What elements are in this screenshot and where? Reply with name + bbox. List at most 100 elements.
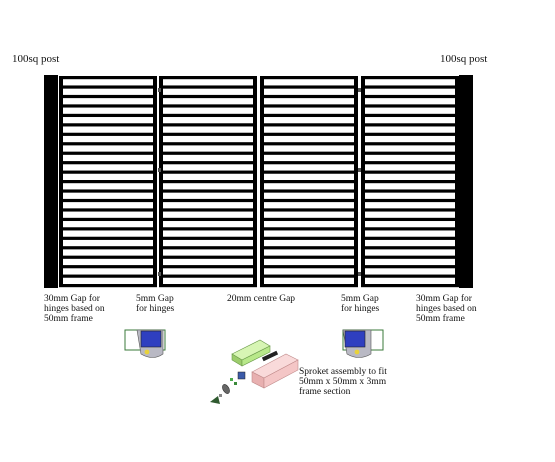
gap-label-left-outer: 30mm Gap for hinges based on 50mm frame [44,294,105,324]
panel-1-slat [59,113,157,118]
panel-1-slat [59,170,157,174]
panel-1-slat [59,142,157,146]
panel-3-slat [260,255,358,259]
panel-1-slat [59,180,157,184]
panel-4-slat [361,236,459,240]
panel-3-slat [260,94,358,99]
panel-4-slat [361,170,459,174]
panel-4-slat [361,113,459,118]
gap-label-right-hinge: 5mm Gap for hinges [341,294,380,314]
panel-2-slat [159,198,257,203]
panel-1-slat [59,94,157,99]
panel-3-slat [260,151,358,155]
sprocket-assembly-note: Sproket assembly to fit 50mm x 50mm x 3m… [299,367,387,397]
panel-4-slat [361,151,459,155]
panel-2-slat [159,151,257,155]
panel-3-slat [260,132,358,136]
panel-1-slat [59,236,157,240]
panel-1-slat [59,123,157,127]
panel-3-slat [260,217,358,222]
panel-3-slat [260,189,358,193]
panel-2-slat [159,236,257,240]
gap-label-centre: 20mm centre Gap [227,294,296,304]
post-label-left: 100sq post [12,53,60,65]
panel-1-slat [59,227,157,231]
panel-2-slat [159,123,257,127]
panel-1-slat [59,217,157,222]
panel-1-slat [59,246,157,250]
panel-4-slat [361,284,459,288]
panel-1-slat [59,208,157,212]
panel-2-slat [159,189,257,193]
panel-4-slat [361,265,459,269]
panel-3-slat [260,161,358,165]
hinge-mark [158,272,161,276]
panel-3-slat [260,236,358,240]
panel-4-slat [361,198,459,203]
panel-2-slat [159,85,257,89]
left-post [44,75,58,288]
panel-1-slat [59,284,157,288]
panel-3-slat [260,113,358,118]
panel-2-slat [159,255,257,259]
panel-2-slat [159,217,257,222]
panel-1-slat [59,189,157,193]
panel-4-slat [361,161,459,165]
sprocket-assembly-illustration [210,339,299,404]
panel-4-slat [361,142,459,146]
panel-4-slat [361,180,459,184]
panel-2-slat [159,265,257,269]
panel-4-slat [361,85,459,89]
post-label-right: 100sq post [440,53,488,65]
panel-4-slat [361,208,459,212]
panel-2-slat [159,274,257,278]
panel-2-slat [159,227,257,231]
panel-1-slat [59,198,157,203]
panel-2-slat [159,180,257,184]
panel-3-slat [260,274,358,278]
panel-2-slat [159,284,257,288]
panel-2-slat [159,208,257,212]
panel-3-slat [260,123,358,127]
panel-3-slat [260,198,358,203]
panel-4-slat [361,217,459,222]
panel-2-slat [159,94,257,99]
panel-3-slat [260,227,358,231]
hinge-mark [158,168,161,172]
panel-3-slat [260,170,358,174]
panel-3-slat [260,142,358,146]
hinge-detail-right [342,329,384,358]
panel-3-slat [260,284,358,288]
panel-1-slat [59,76,157,80]
panel-2-slat [159,170,257,174]
panel-4-slat [361,246,459,250]
panel-3-slat [260,76,358,80]
panel-4-slat [361,227,459,231]
panel-4-slat [361,123,459,127]
hinge-mark [158,88,161,92]
panel-3-slat [260,180,358,184]
hinge-mark [358,88,361,92]
panel-4-slat [361,255,459,259]
panel-3-slat [260,104,358,108]
panel-1-slat [59,274,157,278]
gap-label-left-hinge: 5mm Gap for hinges [136,294,175,314]
hinge-mark [358,168,361,172]
panel-2-slat [159,142,257,146]
panel-3-slat [260,208,358,212]
panel-4-slat [361,76,459,80]
panel-1-slat [59,255,157,259]
panel-4-slat [361,94,459,99]
panel-2-slat [159,246,257,250]
panel-3-slat [260,246,358,250]
panel-2-slat [159,113,257,118]
panel-1-slat [59,161,157,165]
panel-2-slat [159,76,257,80]
hinge-detail-left [124,329,166,358]
panel-4-slat [361,274,459,278]
gate-panels [59,76,459,288]
panel-2-slat [159,161,257,165]
panel-3-slat [260,265,358,269]
panel-4-slat [361,189,459,193]
